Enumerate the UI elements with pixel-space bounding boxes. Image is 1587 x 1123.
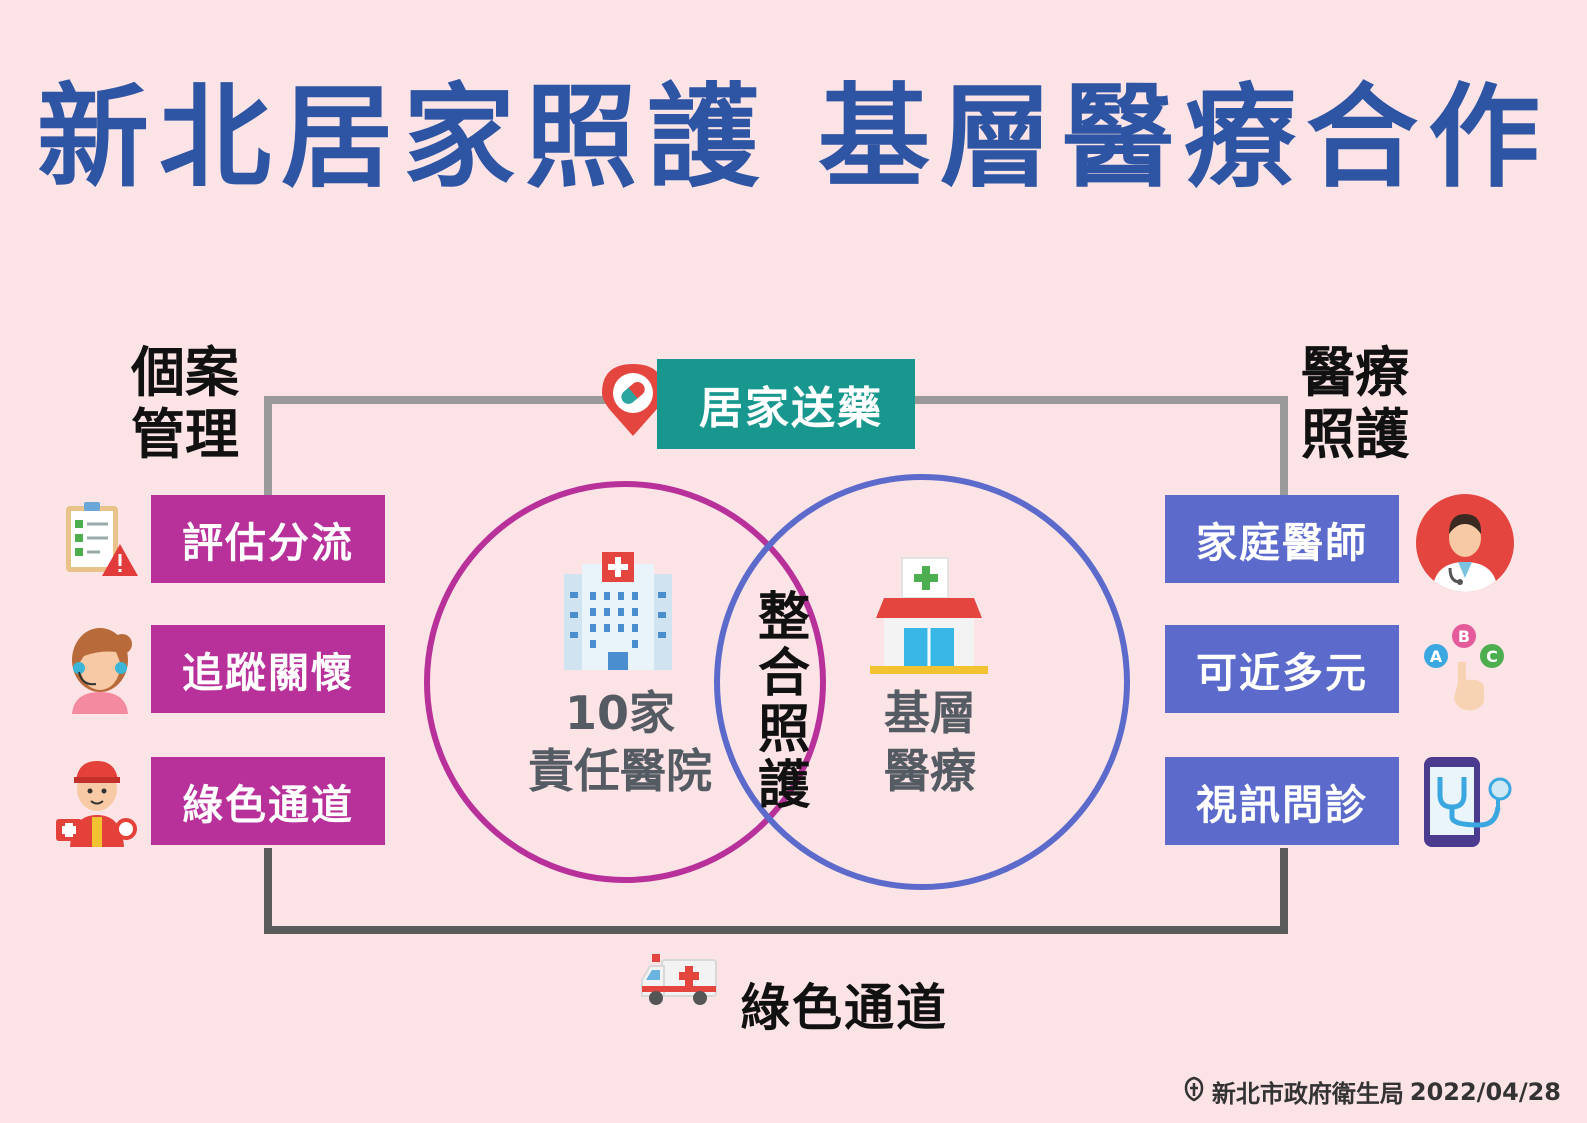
footer: 新北市政府衛生局 2022/04/28 [1182, 1074, 1561, 1109]
svg-text:C: C [1486, 647, 1498, 666]
right-heading-line1: 醫療 [1301, 341, 1409, 404]
right-heading: 醫療 照護 [1290, 342, 1420, 466]
footer-date: 2022/04/28 [1409, 1077, 1561, 1106]
venn-center-integrated-care: 整合照護 [757, 588, 810, 816]
left-heading-line2: 管理 [131, 403, 239, 466]
left-item-assessment: 評估分流 [151, 495, 385, 583]
checklist-warning-icon [60, 500, 140, 584]
right-item-video-consult: 視訊問診 [1165, 757, 1399, 845]
left-item-green-channel: 綠色通道 [151, 757, 385, 845]
hospital-building-icon [560, 552, 676, 674]
left-heading: 個案 管理 [120, 342, 250, 466]
left-item-follow-up: 追蹤關懷 [151, 625, 385, 713]
right-item-accessible: 可近多元 [1165, 625, 1399, 713]
phone-stethoscope-icon [1420, 755, 1514, 853]
left-heading-line1: 個案 [131, 341, 239, 404]
venn-right-text: 基層 醫療 [860, 684, 1000, 800]
venn-left-text: 10家 責任醫院 [505, 684, 735, 800]
svg-text:B: B [1458, 627, 1470, 646]
abc-options-hand-icon: A B C [1418, 622, 1512, 716]
venn-right-line2: 醫療 [884, 744, 976, 798]
doctor-avatar-icon [1416, 494, 1514, 596]
ambulance-icon [638, 950, 718, 1012]
right-heading-line2: 照護 [1301, 403, 1409, 466]
venn-left-line2: 責任醫院 [528, 744, 712, 798]
venn-left-line1: 10家 [564, 686, 675, 740]
clinic-building-icon [870, 556, 988, 680]
footer-org: 新北市政府衛生局 [1211, 1080, 1404, 1108]
svg-text:A: A [1430, 647, 1443, 666]
health-bureau-logo-icon [1182, 1076, 1206, 1108]
page-title: 新北居家照護 基層醫療合作 [37, 73, 1550, 203]
venn-right-line1: 基層 [884, 686, 976, 740]
paramedic-icon [56, 757, 138, 851]
pill-location-pin-icon [600, 362, 666, 442]
right-item-family-doctor: 家庭醫師 [1165, 495, 1399, 583]
home-medicine-delivery-badge: 居家送藥 [657, 359, 915, 449]
call-center-agent-icon [62, 622, 138, 718]
bottom-green-channel-label: 綠色通道 [740, 979, 948, 1037]
